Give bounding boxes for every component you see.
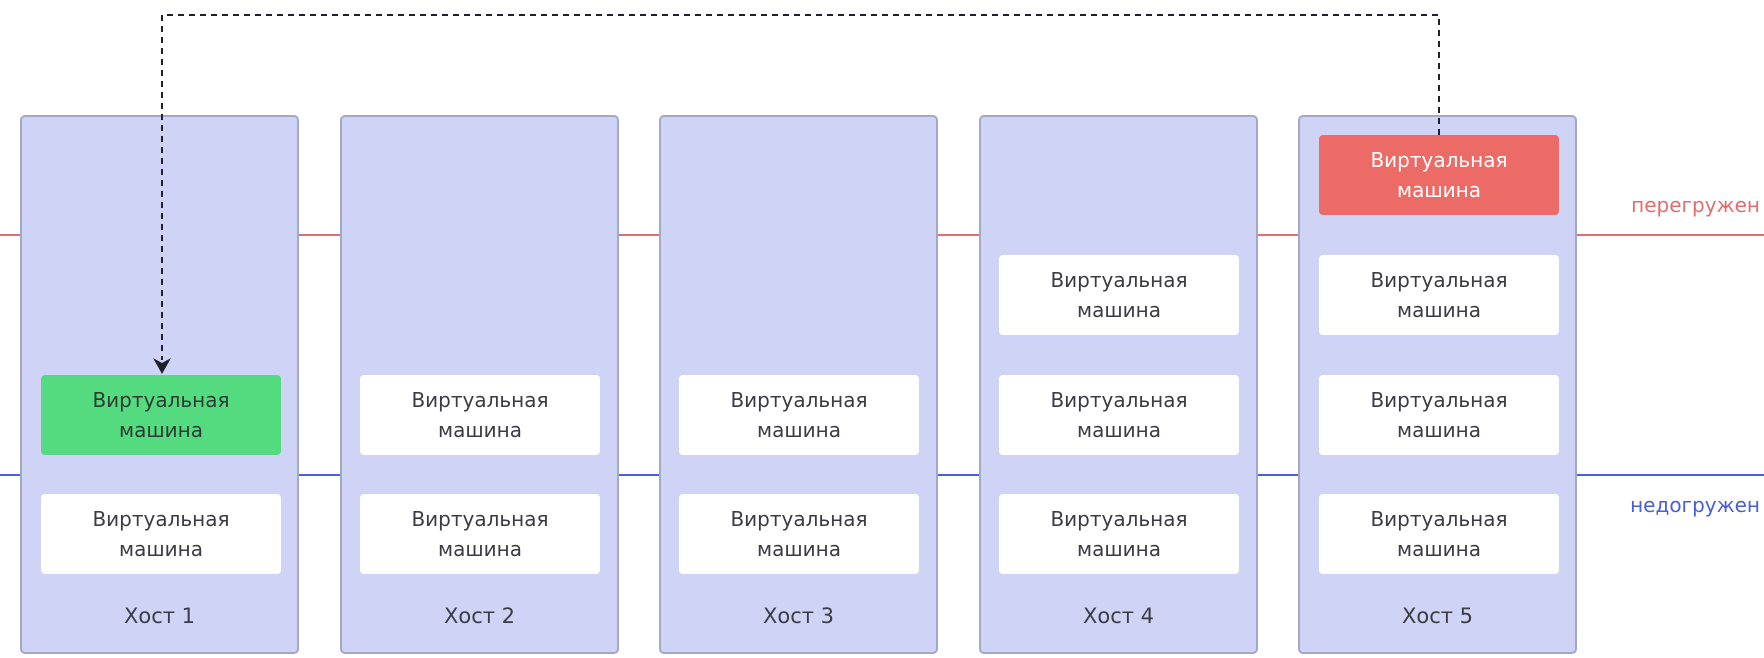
virtual-machine: Виртуальная машина [999,375,1239,455]
virtual-machine: Виртуальная машина [1319,255,1559,335]
migration-path [161,14,1440,360]
host-label: Хост 2 [443,604,516,628]
arrow-down-icon [153,358,171,374]
virtual-machine: Виртуальная машина [999,494,1239,574]
overload-threshold-label: перегружен [1631,193,1760,217]
underload-threshold-label: недогружен [1630,493,1760,517]
virtual-machine: Виртуальная машина [1319,494,1559,574]
virtual-machine-migrated: Виртуальная машина [41,375,281,455]
host-label: Хост 3 [762,604,835,628]
virtual-machine: Виртуальная машина [679,375,919,455]
virtual-machine: Виртуальная машина [360,494,600,574]
virtual-machine-overloaded: Виртуальная машина [1319,135,1559,215]
virtual-machine: Виртуальная машина [679,494,919,574]
host-label: Хост 5 [1401,604,1474,628]
virtual-machine: Виртуальная машина [1319,375,1559,455]
host-label: Хост 4 [1082,604,1155,628]
virtual-machine: Виртуальная машина [360,375,600,455]
virtual-machine: Виртуальная машина [41,494,281,574]
host-label: Хост 1 [123,604,196,628]
virtual-machine: Виртуальная машина [999,255,1239,335]
